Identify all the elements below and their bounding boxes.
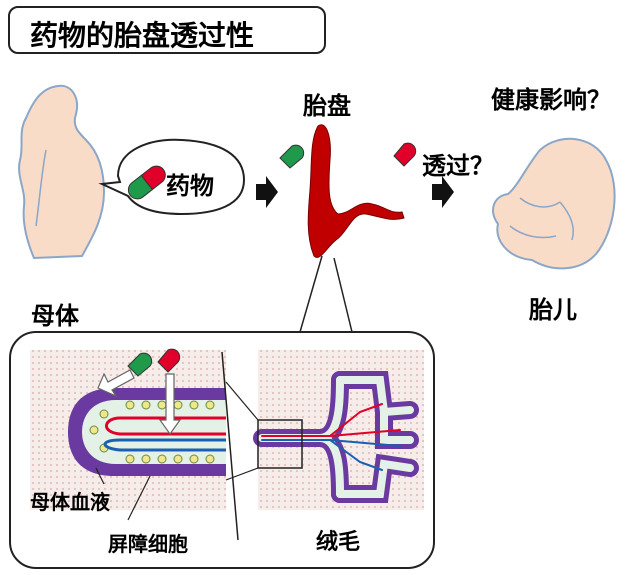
diagram-title: 药物的胎盘透过性 <box>30 19 255 52</box>
green-capsule-half-icon <box>127 352 153 377</box>
barrier-cell-layer <box>82 400 226 464</box>
capsule-icon <box>127 165 166 200</box>
zoom-line <box>225 467 259 481</box>
mother-silhouette <box>18 84 106 260</box>
fetus-illustration <box>492 137 616 270</box>
maternal-blood-label: 母体血液 <box>30 490 110 514</box>
drug-label: 药物 <box>166 172 214 200</box>
red-capsule-half-icon <box>393 142 417 167</box>
arrow-icon <box>256 176 278 208</box>
pointer-line <box>95 467 105 485</box>
arrow-icon <box>432 176 454 208</box>
title-box <box>8 6 326 54</box>
barrier-cells-label: 屏障细胞 <box>108 532 188 556</box>
zoom-line <box>299 255 323 333</box>
mother-label: 母体 <box>31 302 79 330</box>
fetal-vein-line <box>103 438 226 452</box>
placenta-label: 胎盘 <box>303 92 351 120</box>
pointer-line <box>127 475 151 521</box>
fetal-artery-line <box>105 416 226 436</box>
fetus-label: 胎儿 <box>529 296 577 324</box>
zoom-line <box>333 257 353 333</box>
mother-arm-line <box>35 149 47 227</box>
green-capsule-half-icon <box>279 144 305 169</box>
placenta-shape <box>307 124 405 258</box>
blocked-arrow-icon <box>97 369 135 398</box>
villus-tree <box>253 371 419 503</box>
zoom-marker-box <box>257 419 303 469</box>
villus-label: 绒毛 <box>316 530 361 555</box>
red-capsule-half-icon <box>157 348 181 373</box>
inset-divider <box>221 351 239 541</box>
zoom-line <box>225 381 259 421</box>
cross-question-label: 透过？ <box>422 152 494 180</box>
health-question-label: 健康影响？ <box>491 86 611 114</box>
pass-arrow-icon <box>158 373 182 436</box>
